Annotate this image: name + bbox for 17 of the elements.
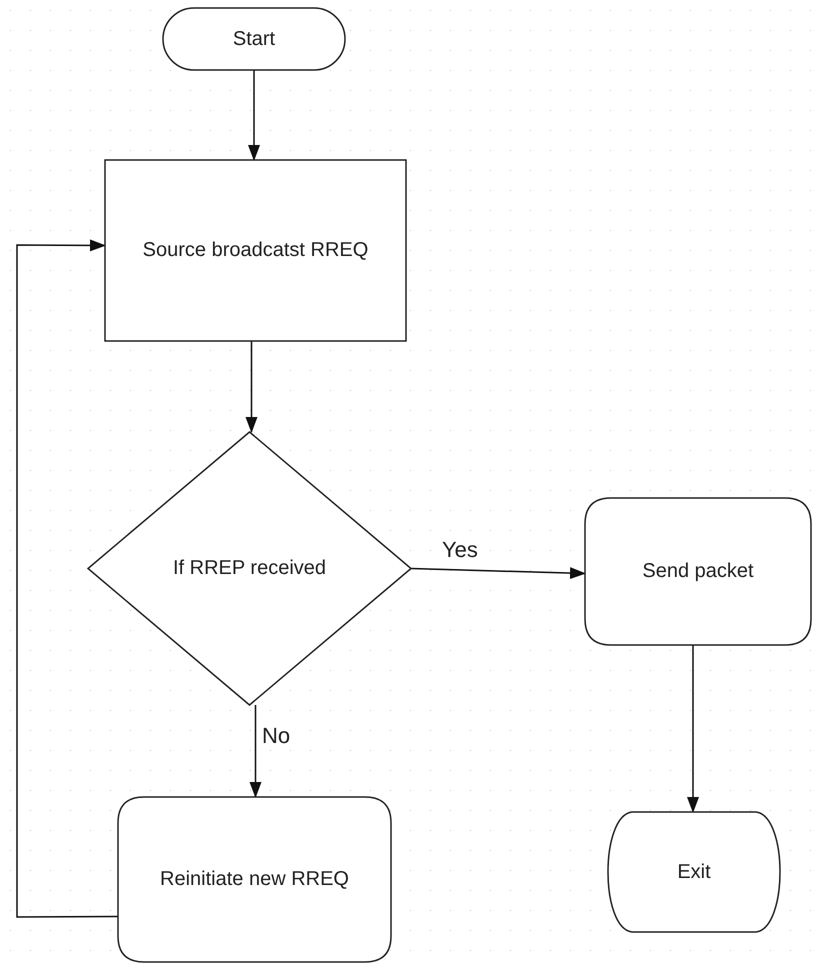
node-label: If RREP received xyxy=(172,557,326,580)
arrow xyxy=(248,70,260,161)
arrow xyxy=(250,705,262,798)
node-label: Exit xyxy=(677,860,711,884)
arrow xyxy=(410,567,586,580)
arrow xyxy=(16,239,118,918)
node-label: Start xyxy=(232,28,276,50)
rounded-process-box xyxy=(585,498,811,645)
node-label: Reinitiate new RREQ xyxy=(160,868,349,891)
process-box xyxy=(105,160,406,341)
arrow xyxy=(246,341,258,433)
node-label: Source broadcatst RREQ xyxy=(142,239,368,262)
decision-diamond xyxy=(88,432,411,705)
arrow xyxy=(687,645,699,813)
rounded-process-box xyxy=(118,797,391,962)
terminal-shape xyxy=(163,8,345,70)
node-label: Send packet xyxy=(642,560,754,583)
